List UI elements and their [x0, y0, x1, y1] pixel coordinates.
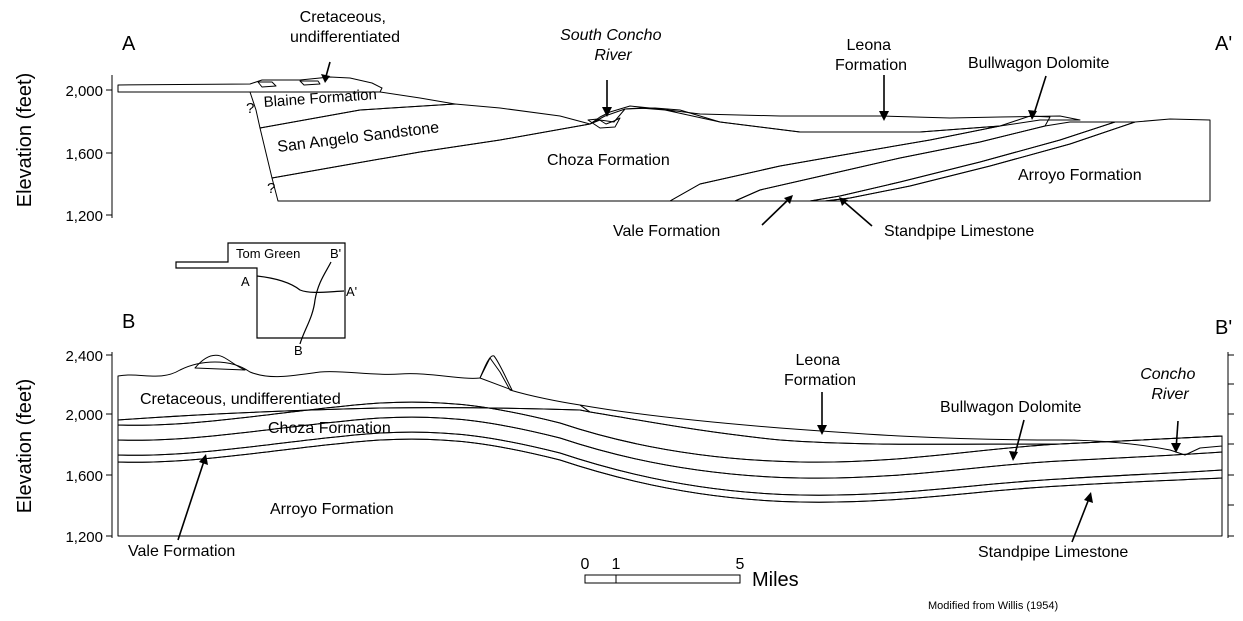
b-arrow-standpipe — [1071, 495, 1091, 543]
b-label-leona-line1: Leona — [796, 352, 841, 369]
a-unit-cretaceous — [117, 76, 383, 93]
b-label-river: Concho River — [1140, 366, 1200, 403]
inset-line-a-a-prime — [256, 275, 345, 293]
a-arrow-bullwagon — [1032, 75, 1047, 118]
inset-line-b-b-prime — [299, 261, 332, 345]
b-label-cretaceous: Cretaceous, undifferentiated — [140, 391, 341, 408]
a-arrowhead-leona — [879, 111, 889, 121]
scale-tick-5: 5 — [736, 556, 745, 573]
a-label-river-line2: River — [594, 47, 632, 64]
a-arrowhead-vale — [784, 195, 793, 204]
a-label-san-angelo: San Angelo Sandstone — [276, 119, 440, 156]
inset-county-outline — [175, 242, 346, 339]
a-unit-leona — [589, 105, 1081, 133]
a-label-cretaceous-line2: undifferentiated — [290, 29, 400, 46]
b-arrows — [177, 392, 1181, 543]
b-label-arroyo: Arroyo Formation — [270, 501, 394, 518]
a-unit-leona-pocket-2 — [299, 80, 321, 86]
a-label-cretaceous-line1: Cretaceous, — [300, 9, 386, 26]
b-right-label: B' — [1215, 317, 1232, 339]
a-tick-label-1200: 1,200 — [65, 208, 103, 225]
b-arrowhead-river — [1171, 443, 1181, 453]
b-label-standpipe: Standpipe Limestone — [978, 544, 1128, 561]
scale-tick-1: 1 — [612, 556, 621, 573]
b-tick-label-1600: 1,600 — [65, 468, 103, 485]
inset-b-prime: B' — [330, 246, 341, 261]
a-unit-river-notch — [587, 117, 621, 129]
b-label-leona-line2: Formation — [784, 372, 856, 389]
a-arrows — [321, 61, 1047, 227]
a-label-cretaceous: Cretaceous, undifferentiated — [290, 9, 400, 46]
b-arrowhead-leona — [817, 425, 827, 435]
a-left-label: A — [122, 33, 136, 55]
a-unit-arroyo — [824, 118, 1211, 202]
a-label-leona-line1: Leona — [847, 37, 892, 54]
b-label-bullwagon: Bullwagon Dolomite — [940, 399, 1082, 416]
section-a: 2,000 1,600 1,200 Elevation (feet) A A' … — [14, 9, 1232, 240]
b-tick-label-2400: 2,400 — [65, 348, 103, 365]
a-question-1: ? — [246, 100, 254, 117]
a-label-river-line1: South Concho — [560, 27, 662, 44]
b-left-label: B — [122, 311, 135, 333]
inset-a: A — [241, 274, 250, 289]
inset-location-map: Tom Green B' A A' B — [175, 242, 357, 358]
a-arrow-standpipe — [841, 199, 873, 227]
scale-tick-0: 0 — [581, 556, 590, 573]
a-right-label: A' — [1215, 33, 1232, 55]
b-y-axis-label: Elevation (feet) — [14, 379, 36, 514]
a-unit-standpipe — [809, 121, 1136, 202]
inset-county-name: Tom Green — [236, 246, 300, 261]
a-label-bullwagon: Bullwagon Dolomite — [968, 55, 1110, 72]
a-label-standpipe: Standpipe Limestone — [884, 223, 1034, 240]
scale-unit: Miles — [752, 569, 799, 591]
a-label-leona: Leona Formation — [835, 37, 907, 74]
a-arrowhead-river — [602, 107, 612, 117]
a-label-blaine: Blaine Formation — [263, 86, 377, 111]
a-unit-vale — [734, 121, 1116, 202]
a-tick-label-2000: 2,000 — [65, 83, 103, 100]
a-label-river: South Concho River — [560, 27, 666, 64]
b-unit-cretaceous-crest — [194, 354, 246, 371]
b-tick-label-1200: 1,200 — [65, 529, 103, 546]
b-label-river-line2: River — [1151, 386, 1189, 403]
scale-bar-box — [584, 574, 741, 584]
a-label-leona-line2: Formation — [835, 57, 907, 74]
b-right-ticks — [1228, 354, 1234, 537]
b-arrowhead-bullwagon — [1009, 451, 1018, 461]
b-unit-arroyo — [117, 438, 1223, 537]
b-arrowhead-standpipe — [1084, 492, 1093, 503]
b-label-choza: Choza Formation — [268, 420, 391, 437]
a-arrowhead-bullwagon — [1028, 110, 1037, 120]
inset-a-prime: A' — [346, 284, 357, 299]
scale-bar: 0 1 5 Miles — [581, 556, 799, 591]
b-unit-leona — [579, 404, 1223, 456]
b-tick-label-2000: 2,000 — [65, 407, 103, 424]
inset-b: B — [294, 343, 303, 358]
credit-text: Modified from Willis (1954) — [928, 600, 1058, 612]
b-unit-cretaceous — [117, 357, 591, 421]
a-label-vale: Vale Formation — [613, 223, 720, 240]
b-unit-cretaceous-crest-2 — [479, 355, 513, 391]
a-y-axis-label: Elevation (feet) — [14, 73, 36, 208]
b-label-river-line1: Concho — [1140, 366, 1195, 383]
section-b: 2,400 2,000 1,600 1,200 Elevation (feet)… — [14, 311, 1234, 561]
a-tick-label-1600: 1,600 — [65, 146, 103, 163]
a-question-2: ? — [267, 180, 275, 197]
a-arrowhead-standpipe — [839, 197, 848, 206]
b-label-vale: Vale Formation — [128, 543, 235, 560]
a-arrow-vale — [761, 197, 791, 226]
a-label-choza: Choza Formation — [547, 152, 670, 169]
b-arrow-bullwagon — [1013, 419, 1025, 459]
b-arrow-vale — [177, 457, 206, 541]
b-arrowhead-vale — [199, 454, 208, 465]
a-label-arroyo: Arroyo Formation — [1018, 167, 1142, 184]
a-arrowhead-cretaceous — [321, 74, 330, 83]
b-label-leona: Leona Formation — [784, 352, 856, 389]
a-unit-leona-pocket-1 — [257, 81, 277, 88]
